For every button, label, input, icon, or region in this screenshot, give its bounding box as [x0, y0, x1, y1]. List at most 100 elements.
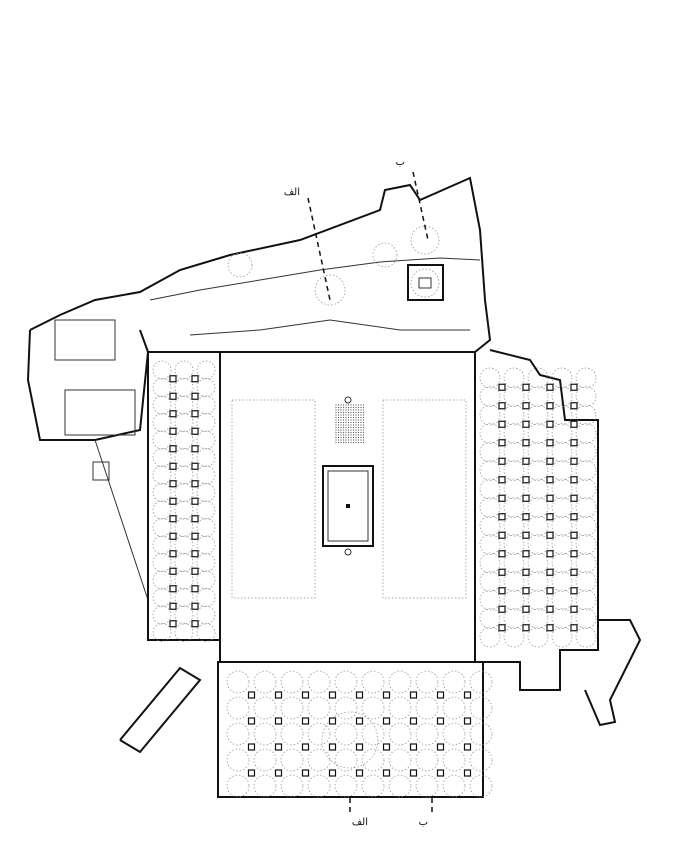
- planting-dot: [345, 406, 347, 409]
- pier: [382, 691, 391, 699]
- dome-outline: [479, 386, 501, 407]
- planting-dot: [360, 434, 362, 436]
- pier: [301, 691, 310, 699]
- planting-dot: [352, 419, 355, 421]
- dome-outline: [551, 404, 573, 426]
- planting-dot: [357, 421, 360, 424]
- dome-outline: [503, 367, 525, 389]
- pier: [191, 462, 199, 470]
- dome-outline: [442, 670, 466, 694]
- dome-outline: [469, 696, 493, 720]
- pier: [355, 717, 364, 725]
- planting-dot: [352, 434, 355, 436]
- dome-outline: [551, 589, 573, 611]
- dome-outline: [196, 378, 216, 397]
- dome-outline: [551, 552, 573, 574]
- dome-outline: [152, 413, 172, 432]
- planting-dot: [352, 416, 355, 419]
- dome-outline: [551, 367, 573, 389]
- planting-dot: [352, 439, 355, 441]
- pier: [191, 480, 199, 488]
- dome-outline: [479, 497, 501, 518]
- pier: [191, 602, 199, 610]
- pier: [191, 567, 199, 575]
- planting-dot: [345, 424, 347, 426]
- planting-dot: [342, 404, 345, 406]
- dome-outline: [415, 722, 439, 746]
- dome-outline: [361, 774, 385, 798]
- central-dome: [321, 711, 379, 769]
- planting-dot: [350, 416, 352, 419]
- dome-outline: [479, 423, 501, 444]
- section-b-label-bottom: ب: [419, 817, 428, 828]
- planting-dot: [355, 434, 357, 436]
- dome-outline: [361, 670, 385, 694]
- pier: [498, 383, 506, 391]
- pier: [498, 476, 506, 484]
- dome-outline: [196, 483, 216, 502]
- planting-dot: [350, 424, 352, 426]
- planting-dot: [342, 416, 345, 419]
- dome-outline: [174, 465, 194, 485]
- pier: [570, 383, 578, 391]
- dome-outline: [361, 696, 385, 720]
- dome-outline: [196, 448, 216, 467]
- dome-outline: [361, 722, 385, 746]
- planting-dot: [362, 406, 365, 409]
- pier: [191, 375, 199, 383]
- planting-dot: [360, 426, 362, 429]
- dome-outline: [196, 518, 216, 537]
- dome-outline: [253, 670, 277, 694]
- planting-dot: [357, 424, 360, 426]
- dome-outline: [415, 670, 439, 694]
- planting-dot: [357, 414, 360, 416]
- dome-outline: [152, 360, 172, 380]
- planting-dot: [350, 419, 352, 421]
- planting-dot: [342, 419, 345, 421]
- planting-dot: [357, 436, 360, 439]
- planting-dot: [340, 414, 342, 416]
- planting-dot: [337, 419, 340, 421]
- planting-dot: [337, 429, 340, 431]
- planting-dot: [340, 429, 342, 431]
- pier: [328, 769, 337, 777]
- dome-outline: [469, 748, 493, 772]
- dome-outline: [152, 553, 172, 572]
- planting-dot: [342, 414, 345, 416]
- dome-outline: [503, 515, 525, 537]
- dome-outline: [442, 774, 466, 798]
- dome-outline: [479, 404, 501, 426]
- dome-outline: [527, 534, 549, 555]
- pier: [301, 717, 310, 725]
- pier: [546, 513, 554, 521]
- pier: [498, 624, 506, 632]
- dome-outline: [527, 460, 549, 481]
- planting-dot: [360, 424, 362, 426]
- planting-dot: [350, 439, 352, 441]
- pier: [382, 717, 391, 725]
- planting-dot: [335, 441, 337, 444]
- pier: [463, 769, 472, 777]
- dome-outline: [174, 553, 194, 572]
- planting-dot: [360, 404, 362, 406]
- dome-outline: [253, 696, 277, 720]
- pier: [191, 585, 199, 593]
- pier: [274, 743, 283, 751]
- dome-outline: [196, 553, 216, 572]
- west-arcade: [147, 351, 221, 642]
- pier: [169, 567, 177, 575]
- dome-outline: [388, 670, 412, 694]
- planting-dot: [340, 434, 342, 436]
- pier: [546, 420, 554, 428]
- dome-outline: [226, 722, 250, 746]
- dome-outline: [527, 608, 549, 629]
- planting-dot: [357, 434, 360, 436]
- dome-outline: [527, 404, 549, 426]
- planting-dot: [362, 414, 365, 416]
- planting-dot: [362, 439, 365, 441]
- dome-outline: [152, 588, 172, 607]
- planting-dot: [360, 421, 362, 424]
- planting-dot: [350, 436, 352, 439]
- planting-dot: [335, 406, 337, 409]
- pier: [169, 497, 177, 505]
